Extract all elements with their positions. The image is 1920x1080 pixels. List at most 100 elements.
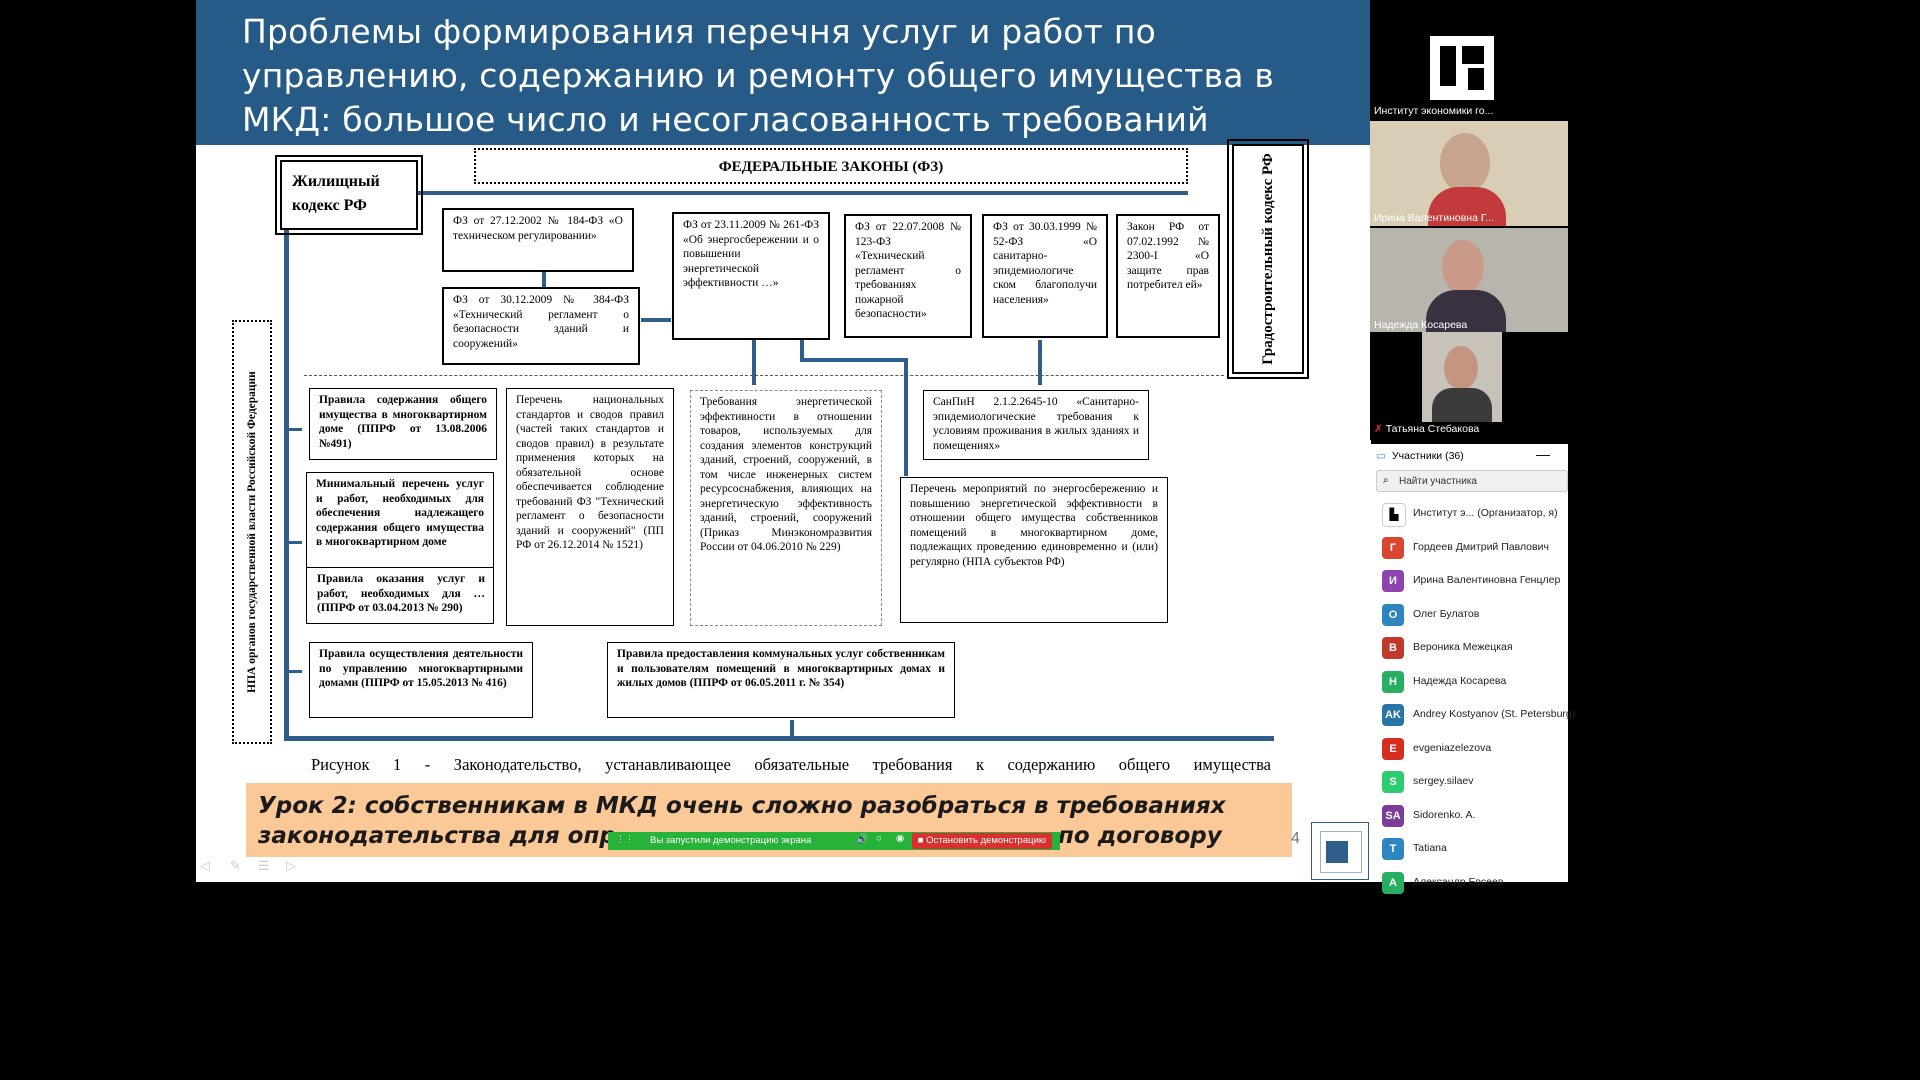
video-tile[interactable]: ✗ Татьяна Стебакова — [1370, 332, 1568, 437]
participant-row[interactable]: А Александр Евсеев — [1370, 867, 1568, 900]
participant-avatar: В — [1382, 637, 1404, 659]
participant-name: Олег Булатов — [1413, 608, 1479, 620]
minimize-icon[interactable]: — — [1536, 446, 1550, 462]
connector-top-horizontal — [418, 191, 1188, 195]
participant-name: Andrey Kostyanov (St. Petersburg) — [1413, 708, 1575, 720]
menu-icon[interactable]: ☰ — [258, 858, 270, 874]
participant-name: Sidorenko. A. — [1413, 809, 1475, 821]
participants-title: Участники (36) — [1392, 450, 1464, 462]
federal-laws-header: ФЕДЕРАЛЬНЫЕ ЗАКОНЫ (ФЗ) — [474, 148, 1188, 184]
video-tile-name: ✗ Татьяна Стебакова — [1374, 423, 1479, 435]
participant-row[interactable]: T Tatiana — [1370, 833, 1568, 866]
participant-name: Tatiana — [1413, 842, 1447, 854]
video-tile[interactable]: Надежда Косарева — [1370, 228, 1568, 333]
share-status-text: Вы запустили демонстрацию экрана — [650, 835, 811, 846]
rules416-box: Правила осуществления деятельности по уп… — [309, 642, 533, 718]
stop-share-label: Остановить демонстрацию — [926, 835, 1046, 846]
participant-avatar: AK — [1382, 704, 1404, 726]
participant-avatar: О — [1382, 604, 1404, 626]
urban-code-label: Градостроительный кодекс РФ — [1258, 149, 1278, 369]
fz52-box: ФЗ от 30.03.1999 № 52-ФЗ «О санитарно-эп… — [982, 214, 1108, 338]
video-tile-name: Надежда Косарева — [1374, 319, 1467, 331]
participant-row[interactable]: Г Гордеев Дмитрий Павлович — [1370, 532, 1568, 565]
institute-logo-icon — [1430, 36, 1494, 100]
npa-box: НПА органов государственной власти Росси… — [232, 320, 272, 744]
pause-icon[interactable]: ○ — [876, 833, 882, 844]
arrow-to-min-list — [288, 541, 302, 544]
presentation-slide: Проблемы формирования перечня услуг и ра… — [196, 0, 1371, 882]
stop-share-button[interactable]: ■ Остановить демонстрацию — [912, 833, 1052, 849]
slide-title-bar: Проблемы формирования перечня услуг и ра… — [196, 0, 1371, 145]
participant-avatar: E — [1382, 738, 1404, 760]
npa-label: НПА органов государственной власти Росси… — [245, 327, 259, 737]
participant-avatar: Г — [1382, 537, 1404, 559]
connector-384-261 — [641, 318, 671, 322]
fz123-box: ФЗ от 22.07.2008 № 123-ФЗ «Технический р… — [844, 214, 972, 338]
law2300-box: Закон РФ от 07.02.1992 № 2300-I «О защит… — [1116, 214, 1220, 338]
institute-logo-icon — [1311, 822, 1369, 880]
participant-name: evgeniazelezova — [1413, 742, 1491, 754]
fz261-box: ФЗ от 23.11.2009 № 261-ФЗ «Об энергосбер… — [672, 212, 830, 340]
dashed-divider — [304, 375, 1224, 376]
arrow-to-491 — [288, 428, 302, 431]
participant-name: Гордеев Дмитрий Павлович — [1413, 541, 1549, 553]
participant-avatar: А — [1382, 872, 1404, 894]
video-tile[interactable]: Институт экономики го... — [1370, 14, 1568, 119]
participant-video — [1422, 332, 1502, 422]
rules491-box: Правила содержания общего имущества в мн… — [309, 388, 497, 460]
participant-avatar: S — [1382, 771, 1404, 793]
arrow-to-416 — [288, 670, 302, 673]
participant-name: Александр Евсеев — [1413, 876, 1503, 888]
slide-title: Проблемы формирования перечня услуг и ра… — [242, 10, 1362, 142]
host-avatar-icon: ▙ — [1382, 503, 1406, 527]
audio-icon[interactable]: 🔊 — [856, 834, 868, 845]
search-icon: ⌕ — [1383, 475, 1389, 486]
screen-share-bar: ⋮⋮ Вы запустили демонстрацию экрана 🔊 ○ … — [608, 832, 1060, 850]
participants-icon: ▭ — [1376, 450, 1386, 462]
participant-name: Ирина Валентиновна Генцлер — [1413, 574, 1560, 586]
energy-requirements-box: Требования энергетической эффективности … — [690, 390, 882, 626]
lesson-line-1: Урок 2: собственникам в МКД очень сложно… — [258, 791, 1288, 821]
urban-code-box: Градостроительный кодекс РФ — [1232, 144, 1304, 374]
connector-261-measures-b — [800, 358, 908, 362]
lesson-line-2-start: законодательства для опр — [258, 823, 616, 849]
search-placeholder: Найти участника — [1399, 476, 1477, 487]
pen-icon[interactable]: ✎ — [230, 858, 241, 874]
participant-video — [1440, 133, 1490, 193]
participant-avatar: SA — [1382, 805, 1404, 827]
participant-search-input[interactable]: ⌕ Найти участника — [1376, 470, 1568, 492]
participant-row[interactable]: О Олег Булатов — [1370, 599, 1568, 632]
participant-avatar: Н — [1382, 671, 1404, 693]
participant-avatar: T — [1382, 838, 1404, 860]
connector-261-energy — [752, 340, 756, 385]
participant-row[interactable]: ▙Институт э... (Организатор, я) — [1370, 498, 1568, 531]
figure-caption: Рисунок 1 - Законодательство, устанавлив… — [311, 755, 1271, 775]
connector-bottom-horizontal — [284, 736, 1274, 741]
connector-left-vertical — [284, 220, 289, 740]
connector-52-sanpin — [1038, 340, 1042, 385]
participant-video — [1442, 240, 1484, 294]
drag-handle-icon[interactable]: ⋮⋮ — [616, 834, 634, 845]
muted-mic-icon: ✗ — [1374, 423, 1386, 435]
fz384-box: ФЗ от 30.12.2009 № 384-ФЗ «Технический р… — [442, 287, 640, 365]
stop-icon: ■ — [918, 835, 926, 846]
participant-name: sergey.silaev — [1413, 775, 1474, 787]
page-number: 4 — [1291, 830, 1300, 848]
shield-icon[interactable]: ◉ — [896, 833, 904, 844]
next-slide-icon[interactable]: ▷ — [286, 858, 296, 874]
video-tile-name: Институт экономики го... — [1374, 105, 1493, 117]
lesson-line-2-end: по договору — [1058, 821, 1222, 851]
rules354-box: Правила предоставления коммунальных услу… — [607, 642, 955, 718]
prev-slide-icon[interactable]: ◁ — [200, 858, 210, 874]
video-tile[interactable]: Ирина Валентиновна Г... — [1370, 121, 1568, 226]
standards-box: Перечень национальных стандартов и сводо… — [506, 388, 674, 626]
participant-row[interactable]: SA Sidorenko. A. — [1370, 800, 1568, 833]
slide-nav-icons: ◁ ✎ ☰ ▷ — [200, 858, 320, 878]
energy-measures-box: Перечень мероприятий по энергосбережению… — [900, 477, 1168, 623]
